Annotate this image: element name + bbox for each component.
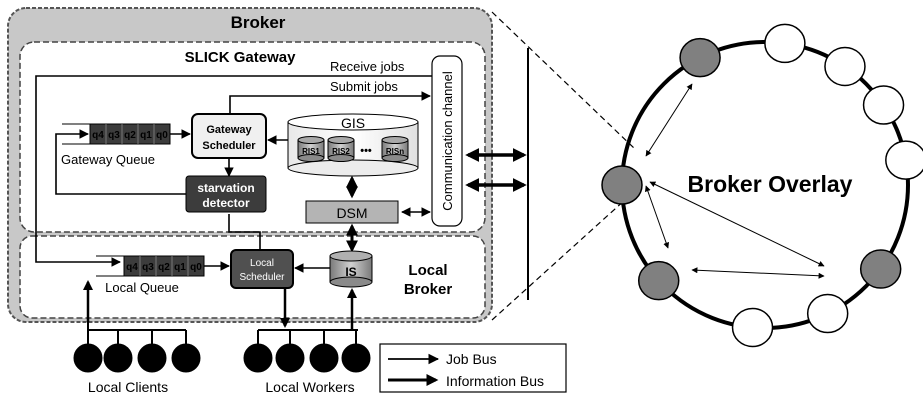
worker-node-2 (275, 343, 305, 373)
local-queue-cell-q1: q1 (174, 262, 186, 273)
communication-channel: Communication channel (431, 55, 463, 227)
worker-node-label-3: W (318, 351, 331, 366)
client-node-label-4: C (181, 351, 191, 366)
risn-label: RISn (386, 147, 404, 156)
gateway-queue-cell-q1: q1 (140, 130, 152, 141)
overlay-broker-node-6 (859, 249, 902, 289)
starvation-detector-line1: starvation (197, 181, 254, 195)
overlay-link-2 (644, 185, 670, 249)
local-scheduler: Local Scheduler (230, 249, 294, 289)
worker-node-3 (309, 343, 339, 373)
legend-info-bus-label: Information Bus (446, 373, 544, 389)
client-node-2 (103, 343, 133, 373)
gateway-queue-label: Gateway Queue (61, 152, 155, 167)
ris2-db: RIS2 (327, 136, 355, 162)
local-to-gateway-arrow (228, 214, 261, 250)
client-node-label-2: C (113, 351, 123, 366)
submit-jobs-label: Submit jobs (330, 79, 398, 94)
overlay-broker-node-5 (885, 140, 923, 180)
dsm-box: DSM (305, 200, 399, 224)
overlay-link-1 (645, 83, 693, 157)
gateway-scheduler-line2: Scheduler (202, 140, 256, 152)
dsm-label: DSM (336, 205, 367, 221)
overlay-link-3 (649, 181, 825, 267)
client-node-4 (171, 343, 201, 373)
workers-bus (258, 288, 358, 331)
local-queue-cell-q2: q2 (158, 262, 170, 273)
starvation-detector-line2: detector (202, 196, 250, 210)
receive-jobs-label: Receive jobs (330, 59, 405, 74)
overlay-broker-node-3 (824, 46, 866, 87)
legend: Job Bus Information Bus (379, 343, 567, 393)
local-queue-cell-q0: q0 (190, 262, 202, 273)
overlay-broker-node-7 (806, 293, 849, 334)
gateway-queue-cell-q4: q4 (92, 130, 104, 141)
starvation-detector: starvation detector (185, 175, 267, 213)
overlay-broker-node-10 (601, 165, 643, 205)
broker-title: Broker (231, 13, 286, 32)
client-node-label-1: C (83, 351, 93, 366)
zoom-connector-top (491, 11, 637, 151)
is-label: IS (345, 265, 356, 279)
client-node-1 (73, 343, 103, 373)
local-queue-cell-q4: q4 (126, 262, 138, 273)
worker-node-label-4: W (350, 351, 363, 366)
broker-overlay: Broker Overlay (601, 23, 923, 348)
ris2-label: RIS2 (332, 147, 350, 156)
overlay-broker-node-4 (862, 85, 905, 125)
worker-node-4 (341, 343, 371, 373)
overlay-broker-node-8 (731, 307, 774, 348)
ris1-label: RIS1 (302, 147, 320, 156)
receive-jobs-line (35, 75, 432, 267)
gateway-queue-cell-q0: q0 (156, 130, 168, 141)
gateway-queue: q4 q3 q2 q1 q0 Gateway Queue (61, 123, 171, 167)
overlay-link-4 (691, 267, 825, 279)
submit-jobs-line (229, 91, 431, 118)
worker-node-label-2: W (284, 351, 297, 366)
gateway-queue-cell-q2: q2 (124, 130, 136, 141)
legend-job-bus-label: Job Bus (446, 351, 497, 367)
overlay-broker-node-2 (764, 23, 806, 64)
risn-db: RISn (381, 136, 409, 162)
local-scheduler-line1: Local (250, 258, 274, 269)
local-queue-cell-q3: q3 (142, 262, 154, 273)
client-node-label-3: C (147, 351, 157, 366)
local-broker-title-line1: Local (408, 262, 447, 279)
starvation-to-queue-arrow (55, 129, 186, 195)
overlay-broker-node-1 (679, 37, 721, 78)
slick-gateway-title: SLICK Gateway (185, 49, 297, 66)
local-scheduler-line2: Scheduler (239, 272, 285, 283)
communication-channel-label: Communication channel (440, 71, 455, 211)
clients-bus (83, 280, 186, 331)
worker-node-1 (243, 343, 273, 373)
local-workers-label: Local Workers (265, 379, 354, 395)
gis-database: GIS RIS1 RIS2 ••• RISn (287, 113, 419, 177)
local-clients-label: Local Clients (88, 379, 168, 395)
local-queue-label: Local Queue (105, 280, 179, 295)
client-node-3 (137, 343, 167, 373)
is-database: IS (329, 250, 373, 288)
ris1-db: RIS1 (297, 136, 325, 162)
gateway-queue-cell-q3: q3 (108, 130, 120, 141)
gateway-scheduler-line1: Gateway (206, 124, 252, 136)
local-queue: q4 q3 q2 q1 q0 Local Queue (96, 255, 205, 295)
overlay-broker-node-9 (637, 260, 680, 301)
ris-ellipsis: ••• (360, 145, 372, 157)
gateway-scheduler: Gateway Scheduler (191, 113, 267, 159)
zoom-connector-bottom (491, 189, 637, 321)
broker-overlay-label: Broker Overlay (688, 171, 853, 197)
worker-node-label-1: W (252, 351, 265, 366)
local-broker-title-line2: Broker (404, 281, 453, 298)
gis-label: GIS (341, 115, 365, 131)
